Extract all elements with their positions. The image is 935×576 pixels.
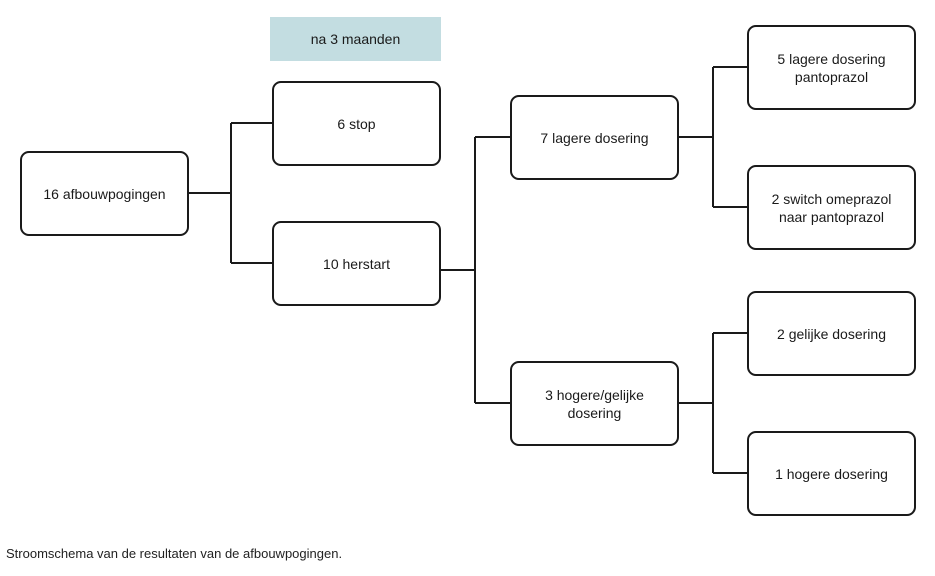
node-switch-omeprazol: 2 switch omeprazol naar pantoprazol — [747, 165, 916, 250]
connector-restart — [440, 136, 511, 404]
period-label: na 3 maanden — [270, 17, 441, 61]
connector-root — [188, 122, 273, 264]
node-lower-dose-pantoprazol: 5 lagere dosering pantoprazol — [747, 25, 916, 110]
figure-caption: Stroomschema van de resultaten van de af… — [6, 546, 343, 561]
node-lower-dose: 7 lagere dosering — [510, 95, 679, 180]
node-root-attempts: 16 afbouwpogingen — [20, 151, 189, 236]
node-restart: 10 herstart — [272, 221, 441, 306]
connector-lower-dose — [678, 66, 748, 208]
node-stop: 6 stop — [272, 81, 441, 166]
node-higher-equal-dose: 3 hogere/gelijke dosering — [510, 361, 679, 446]
node-higher-dose: 1 hogere dosering — [747, 431, 916, 516]
node-equal-dose: 2 gelijke dosering — [747, 291, 916, 376]
connector-higher-equal-dose — [678, 332, 748, 474]
